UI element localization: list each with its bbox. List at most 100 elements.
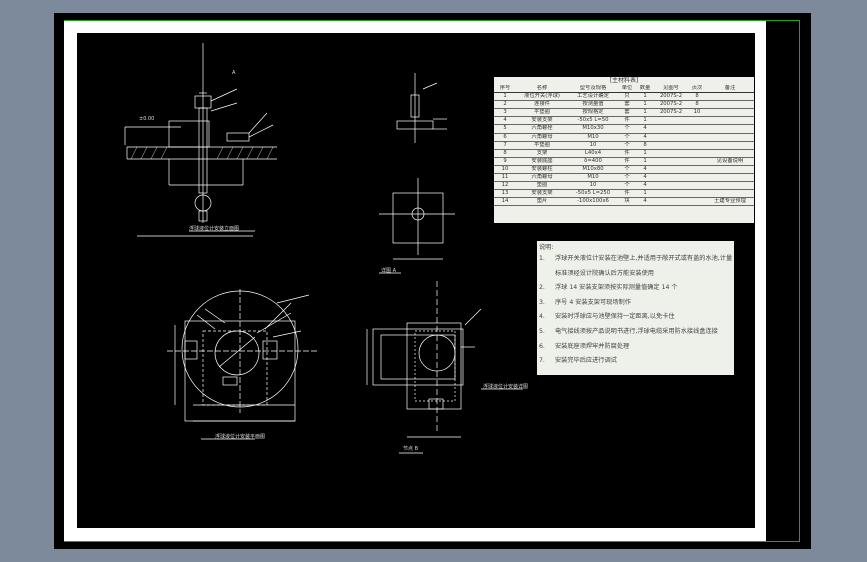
table-cell: 4 [636,133,654,142]
note-item: 6.安装底座须焊牢并防腐处理 [537,340,734,355]
table-cell [706,181,754,191]
table-cell: 垫圈 [516,181,568,191]
table-cell: 平垫圈 [516,108,568,118]
table-cell: 1 [636,189,654,199]
note-number: 4. [539,313,545,321]
drawing-canvas[interactable]: 浮球液位计安装立面图 浮球液位计安装平面图 详图 A 浮球液位计安装详图 节点 … [77,33,755,528]
table-cell: 4 [636,197,654,207]
table-cell [706,124,754,134]
table-cell [688,197,706,207]
note-number: 3. [539,298,545,306]
table-cell: 2007S-2 [654,108,688,118]
table-header-cell: 单位 [618,85,636,94]
note-text: 安装时浮球应与池壁保持一定距离,以免卡住 [555,313,675,321]
table-cell: 平垫圈 [516,141,568,150]
table-cell: 个 [618,173,636,183]
detail-b-label: 浮球液位计安装详图 [483,384,529,390]
detail-c-label: 节点 B [403,446,419,452]
note-text: 安装底座须焊牢并防腐处理 [555,342,630,350]
table-header-cell: 序号 [494,85,516,94]
plan-view [167,289,317,422]
table-cell: 8 [688,100,706,110]
table-cell: 2007S-2 [654,92,688,102]
notes-list: 1.浮球开关液位计安装在池壁上,并适用于敞开式或有盖的水池,计量标准须经设计院确… [537,252,734,369]
note-item: 3.序号 4 安装支架可现场制作 [537,296,734,311]
table-cell: 4 [636,124,654,134]
table-cell: 1 [636,100,654,110]
table-cell [688,165,706,175]
table-cell: 3 [494,108,516,118]
table-header-cell: 数量 [636,85,654,94]
table-cell: M10 [568,133,618,142]
table-cell: 见设备说明 [706,157,754,166]
table-cell [654,173,688,183]
table-cell: 垫片 [516,197,568,207]
table-cell: 1 [636,108,654,118]
table-cell: 按规格定 [568,108,618,118]
table-cell [654,197,688,207]
table-cell: 7 [494,141,516,150]
table-cell: 8 [636,141,654,150]
detail-mark: A [232,70,236,76]
table-cell: 4 [636,165,654,175]
table-cell [654,133,688,142]
table-cell: 六角螺栓 [516,124,568,134]
table-cell: 9 [494,157,516,166]
table-header-cell: 型号及规格 [568,85,618,94]
table-header-cell: 备注 [706,85,754,94]
table-cell [688,141,706,150]
table-cell: 4 [494,116,516,126]
table-cell: 1 [636,157,654,166]
note-item: 7.安装完毕后应进行调试 [537,354,734,369]
table-cell: 1 [636,116,654,126]
table-cell [706,149,754,158]
detail-b-plate [379,178,455,260]
table-cell [706,108,754,118]
notes-panel: 说明: 1.浮球开关液位计安装在池壁上,并适用于敞开式或有盖的水池,计量标准须经… [537,241,734,375]
note-number: 1. [539,255,545,262]
table-cell: 个 [618,141,636,150]
table-cell: 安装支架 [516,116,568,126]
table-cell [706,165,754,175]
table-cell [654,116,688,126]
table-cell: 件 [618,116,636,126]
note-item: 5.电气接线须按产品说明书进行,浮球电缆采用防水接线盒连接 [537,325,734,340]
table-cell: 安装支架 [516,189,568,199]
table-cell: 8 [688,92,706,102]
table-cell [688,189,706,199]
note-text: 标准须经设计院确认后方能安装使用 [555,269,654,277]
table-cell: 2007S-2 [654,100,688,110]
table-cell: 4 [636,173,654,183]
table-cell [706,141,754,150]
table-cell: 个 [618,181,636,191]
table-cell: 5 [494,124,516,134]
table-cell [654,141,688,150]
table-cell: 土建专业预埋 [706,197,754,207]
table-cell: δ=400 [568,157,618,166]
table-cell: 六角螺母 [516,173,568,183]
table-cell: -50x5 L=50 [568,116,618,126]
table-header-cell: 名称 [516,85,568,94]
table-cell: 10 [494,165,516,175]
table-cell: 连接件 [516,100,568,110]
table-cell [706,92,754,102]
table-cell [706,133,754,142]
table-cell: 13 [494,189,516,199]
table-cell [688,116,706,126]
table-cell: -100x100x6 [568,197,618,207]
table-cell: 六角螺母 [516,133,568,142]
plan-view-label: 浮球液位计安装平面图 [215,434,266,440]
note-item: 标准须经设计院确认后方能安装使用 [537,267,734,282]
detail-c-view [366,281,482,438]
table-cell [706,116,754,126]
note-text: 安装完毕后应进行调试 [555,357,617,365]
